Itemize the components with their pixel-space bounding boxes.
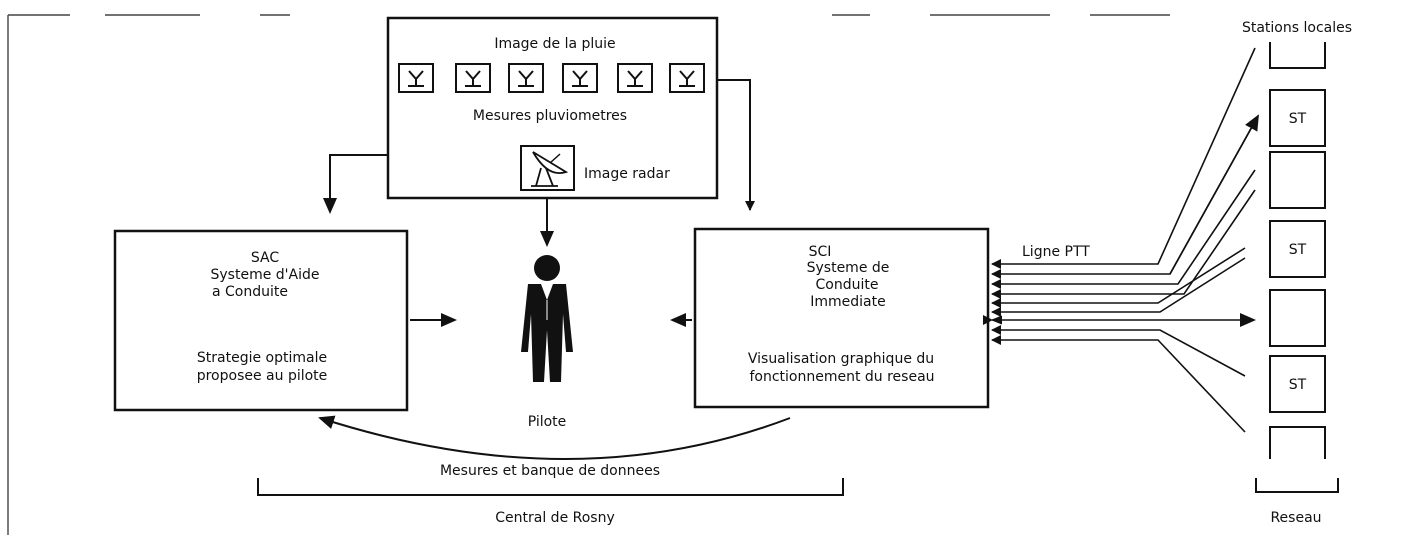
central-bracket bbox=[257, 478, 844, 496]
central-label: Central de Rosny bbox=[495, 510, 615, 526]
ptt-line bbox=[991, 325, 1246, 377]
sac-line3: a Conduite bbox=[212, 284, 288, 300]
arrow-data-arc bbox=[318, 415, 791, 460]
rain-gauge-icon bbox=[508, 63, 544, 93]
rain-gauge-icon bbox=[669, 63, 705, 93]
station-box bbox=[1269, 42, 1326, 69]
ptt-line bbox=[991, 47, 1256, 269]
rain-box-title: Image de la pluie bbox=[494, 36, 615, 52]
radar-dish-icon bbox=[520, 145, 575, 191]
reseau-bracket bbox=[1255, 478, 1339, 493]
sac-line4: Strategie optimale bbox=[197, 350, 327, 366]
local-stations: ST ST ST bbox=[1269, 42, 1326, 459]
station-box bbox=[1269, 289, 1326, 347]
scan-border bbox=[7, 14, 1170, 535]
sci-title: SCI bbox=[809, 244, 832, 260]
sac-title: SAC bbox=[251, 250, 279, 266]
flow-arrows bbox=[318, 79, 791, 460]
ptt-line bbox=[991, 257, 1246, 317]
station-box-st: ST bbox=[1269, 89, 1326, 147]
station-box-st: ST bbox=[1269, 220, 1326, 278]
station-label: ST bbox=[1289, 242, 1307, 258]
ptt-line bbox=[991, 189, 1256, 299]
ptt-line bbox=[983, 313, 1256, 327]
pilot-figure-icon bbox=[521, 255, 573, 382]
ptt-line bbox=[991, 247, 1246, 308]
ptt-line-label: Ligne PTT bbox=[1022, 244, 1090, 260]
rain-gauge-icon bbox=[617, 63, 653, 93]
sci-line6: fonctionnement du reseau bbox=[749, 369, 934, 385]
ptt-lines bbox=[983, 47, 1259, 433]
gauges-label: Mesures pluviometres bbox=[473, 108, 627, 124]
rain-image-box: Image de la pluie Mesures pluviometres I… bbox=[386, 16, 719, 200]
reseau-label: Reseau bbox=[1270, 510, 1321, 526]
station-box bbox=[1269, 151, 1326, 209]
station-label: ST bbox=[1289, 377, 1307, 393]
arrow-rain-to-sci bbox=[717, 79, 755, 211]
sac-line5: proposee au pilote bbox=[197, 368, 328, 384]
station-label: ST bbox=[1289, 111, 1307, 127]
sac-line2: Systeme d'Aide bbox=[211, 267, 320, 283]
ptt-line bbox=[991, 169, 1256, 289]
station-box-st: ST bbox=[1269, 355, 1326, 413]
sci-line4: Immediate bbox=[810, 294, 885, 310]
ptt-line bbox=[991, 335, 1246, 433]
rain-gauge-icon bbox=[562, 63, 598, 93]
radar-label: Image radar bbox=[584, 166, 670, 182]
ptt-line bbox=[991, 114, 1259, 279]
sac-box: SAC Systeme d'Aide a Conduite Strategie … bbox=[113, 229, 409, 412]
rain-gauge-icon bbox=[398, 63, 434, 93]
sci-line3: Conduite bbox=[816, 277, 879, 293]
sci-box: SCI Systeme de Conduite Immediate Visual… bbox=[693, 227, 990, 409]
station-box bbox=[1269, 426, 1326, 459]
stations-label: Stations locales bbox=[1242, 20, 1352, 36]
sci-line5: Visualisation graphique du bbox=[748, 351, 934, 367]
sci-line2: Systeme de bbox=[807, 260, 890, 276]
pilot-label: Pilote bbox=[528, 414, 567, 430]
arc-label: Mesures et banque de donnees bbox=[440, 463, 660, 479]
arrow-rain-to-sac bbox=[323, 154, 388, 214]
rain-gauge-icon bbox=[455, 63, 491, 93]
rain-gauge-icons bbox=[398, 63, 705, 93]
